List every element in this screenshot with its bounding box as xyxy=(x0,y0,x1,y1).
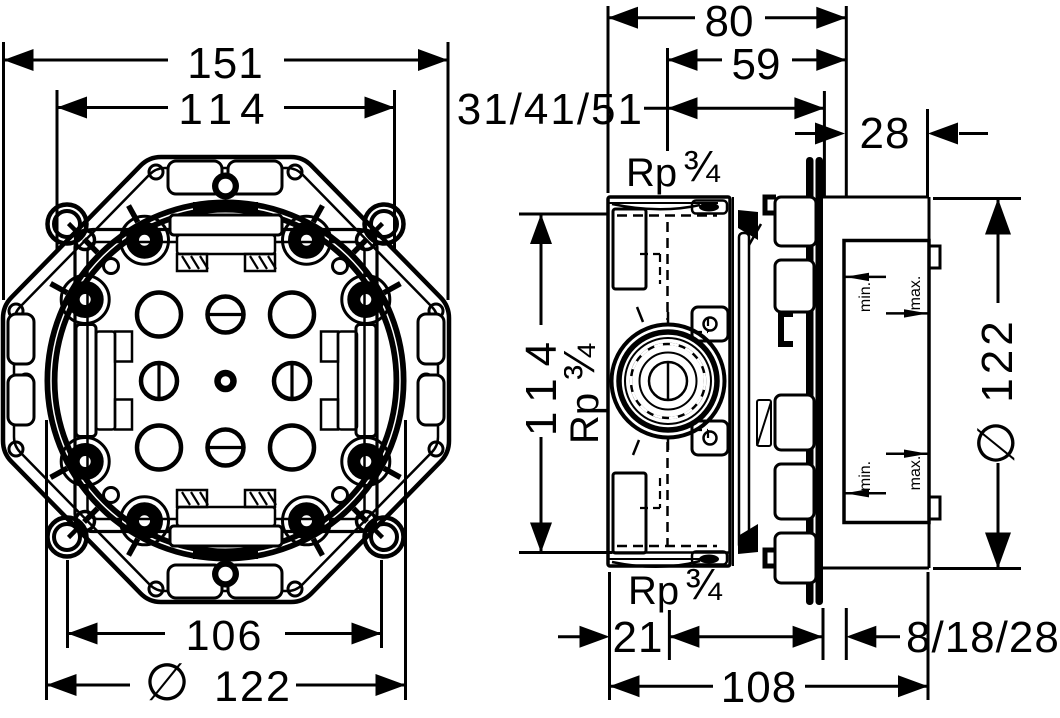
svg-text:max.: max. xyxy=(907,456,924,491)
svg-text:max.: max. xyxy=(907,276,924,311)
svg-text:59: 59 xyxy=(732,40,781,89)
svg-text:114: 114 xyxy=(517,330,566,436)
svg-text:151: 151 xyxy=(187,39,263,88)
svg-text:114: 114 xyxy=(178,85,272,134)
svg-text:∅: ∅ xyxy=(144,654,189,712)
svg-text:Rp: Rp xyxy=(626,151,677,195)
svg-text:122: 122 xyxy=(214,663,292,711)
svg-text:28: 28 xyxy=(860,109,911,158)
svg-text:106: 106 xyxy=(186,612,264,660)
svg-text:8/18/28: 8/18/28 xyxy=(906,613,1060,662)
svg-text:108: 108 xyxy=(721,663,797,712)
svg-text:¾: ¾ xyxy=(685,560,723,609)
svg-text:Rp: Rp xyxy=(628,569,679,613)
svg-text:21: 21 xyxy=(613,613,664,662)
svg-text:min.: min. xyxy=(857,282,874,312)
svg-text:¾: ¾ xyxy=(683,142,721,191)
svg-text:122: 122 xyxy=(973,317,1022,402)
svg-text:31/41/51: 31/41/51 xyxy=(457,85,644,134)
svg-text:min.: min. xyxy=(857,461,874,491)
svg-text:∅: ∅ xyxy=(968,420,1026,465)
